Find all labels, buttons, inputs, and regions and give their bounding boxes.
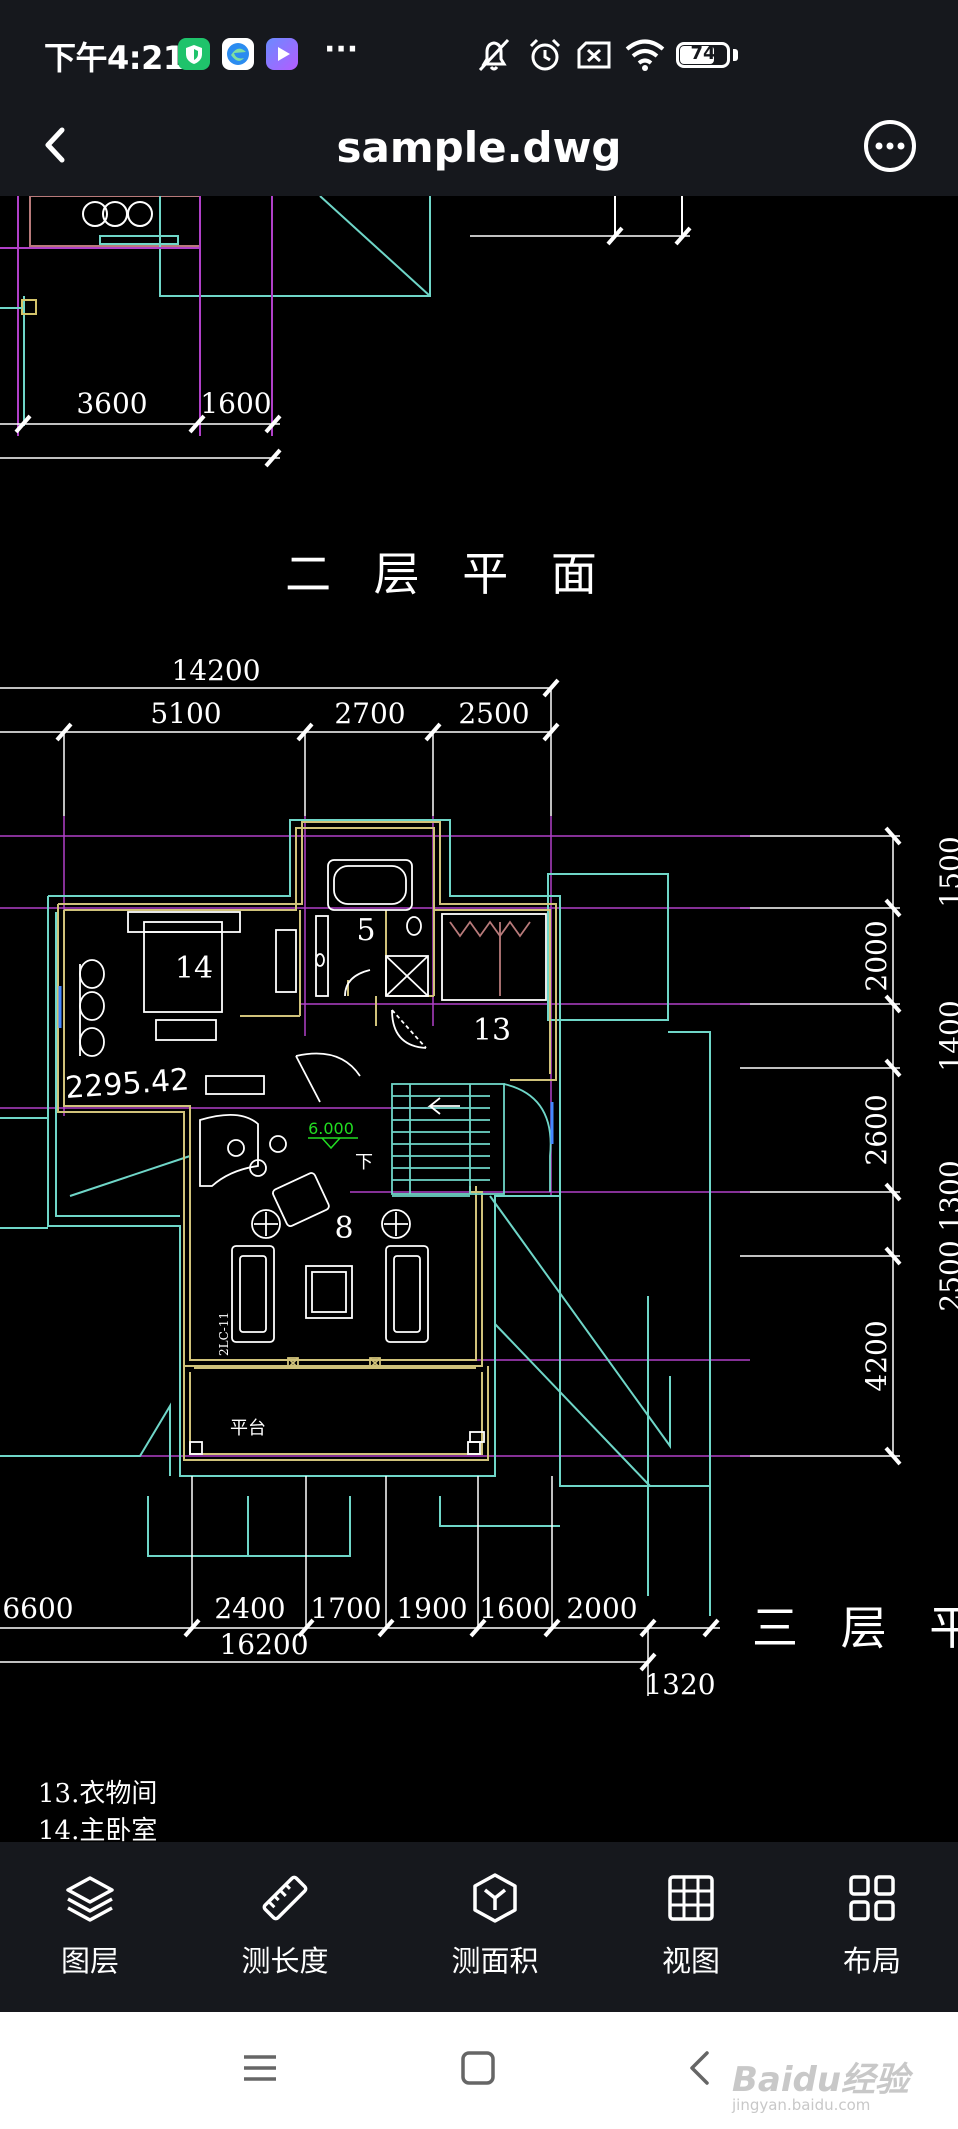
- upper-dim-1: 5100: [150, 697, 221, 730]
- layers-icon: [66, 1876, 114, 1922]
- room-number-5: 5: [356, 913, 375, 948]
- upper-plan-fragment: [0, 196, 690, 459]
- status-bar: 下午4:21 ··· 74: [0, 0, 958, 110]
- window-tag: 2LC-11: [217, 1312, 231, 1356]
- window-marks: [58, 986, 554, 1144]
- overall-dim: 14200: [171, 654, 260, 687]
- right-dim-6: 1300: [934, 1160, 958, 1231]
- right-dim-2: 2000: [860, 920, 893, 991]
- top-dim-1: 3600: [76, 387, 147, 420]
- measure-area-tool-button[interactable]: 测面积: [420, 1870, 570, 1980]
- bottom-dim-1: 6600: [2, 1592, 73, 1625]
- status-time: 下午4:21: [44, 39, 185, 77]
- room-number-8: 8: [334, 1211, 353, 1246]
- layers-tool-label: 图层: [60, 1944, 119, 1978]
- right-dim-3: 1400: [934, 1000, 958, 1071]
- measure-length-tool-button[interactable]: 测长度: [210, 1870, 360, 1980]
- view-tool-button[interactable]: 视图: [616, 1870, 766, 1980]
- home-nav-button[interactable]: [458, 2048, 498, 2088]
- video-app-icon: [266, 38, 298, 70]
- bottom-dim-5: 1600: [479, 1592, 550, 1625]
- top-dimension-lines: [0, 687, 552, 816]
- area-icon: [473, 1873, 517, 1923]
- file-title: sample.dwg: [336, 123, 622, 172]
- bottom-dim-4: 1900: [396, 1592, 467, 1625]
- layers-tool-button[interactable]: 图层: [15, 1870, 165, 1980]
- outer-outlines: [0, 819, 711, 1616]
- battery-nub: [733, 49, 738, 61]
- room-number-14: 14: [175, 951, 213, 986]
- measure-label: 2295.42: [64, 1062, 190, 1106]
- right-dim-ticks: [884, 826, 902, 1466]
- top-dim-ticks: [55, 678, 560, 742]
- layout-label: 布局: [842, 1944, 901, 1978]
- measure-length-label: 测长度: [241, 1944, 329, 1978]
- back-nav-button[interactable]: [680, 2048, 720, 2088]
- right-dimension-lines: [740, 835, 900, 1457]
- alarm-icon: [529, 38, 561, 71]
- watermark: Baidu经验 jingyan.baidu.com: [732, 2052, 910, 2114]
- fixtures: [79, 859, 552, 1455]
- right-dim-5: 4200: [860, 1320, 893, 1391]
- floor3-title: 三 层 平: [752, 1601, 958, 1655]
- right-dim-4: 2600: [860, 1094, 893, 1165]
- layout-tool-button[interactable]: 布局: [797, 1870, 947, 1980]
- right-dim-1: 1500: [934, 836, 958, 907]
- more-options-button[interactable]: [862, 118, 918, 174]
- system-nav-bar: Baidu经验 jingyan.baidu.com: [0, 2012, 958, 2129]
- floor2-title: 二 层 平 面: [285, 547, 611, 601]
- bottom-dim-3: 1700: [310, 1592, 381, 1625]
- legend-item: 14.主卧室: [38, 1816, 158, 1842]
- watermark-subtext: jingyan.baidu.com: [732, 2096, 871, 2114]
- menu-nav-button[interactable]: [240, 2048, 280, 2088]
- no-sim-icon: [577, 41, 611, 69]
- floor-plan-walls: [57, 821, 557, 1461]
- mute-icon: [478, 38, 510, 72]
- upper-dim-2: 2700: [334, 697, 405, 730]
- shield-app-icon: [178, 38, 210, 70]
- title-bar: sample.dwg: [0, 110, 958, 196]
- bottom-toolbar: 图层 测长度 测面积 视图: [0, 1842, 958, 2012]
- browser-app-icon: [222, 38, 254, 70]
- platform-label: 平台: [230, 1418, 266, 1439]
- drawing-canvas[interactable]: 3600 1600 二 层 平 面 14200 5100 2700 2500: [0, 196, 958, 1842]
- bottom-dim-6: 2000: [566, 1592, 637, 1625]
- back-button[interactable]: [30, 118, 84, 172]
- ruler-icon: [262, 1875, 308, 1921]
- view-label: 视图: [661, 1944, 720, 1978]
- bottom-dim-ticks: [183, 1618, 720, 1672]
- top-dim-2: 1600: [200, 387, 271, 420]
- cad-drawing: 3600 1600 二 层 平 面 14200 5100 2700 2500: [0, 196, 958, 1701]
- battery-level-fill: [680, 46, 715, 64]
- bottom-total-dim: 16200: [219, 1628, 308, 1661]
- room-legend: 13.衣物间 14.主卧室: [38, 1776, 157, 1842]
- layout-icon: [849, 1875, 895, 1921]
- wifi-icon: [625, 39, 665, 71]
- bottom-dimension-lines: [0, 1476, 720, 1696]
- legend-item: 13.衣物间: [38, 1779, 158, 1809]
- stair-down-label: 下: [355, 1152, 373, 1173]
- battery-icon: 74: [676, 42, 730, 68]
- upper-dim-3: 2500: [458, 697, 529, 730]
- bottom-extra-dim: 1320: [644, 1668, 715, 1701]
- room-number-13: 13: [473, 1013, 511, 1048]
- battery-percent: 74: [690, 43, 716, 64]
- measure-area-label: 测面积: [451, 1944, 539, 1978]
- upper-dim-ticks: [14, 226, 692, 468]
- right-dim-7: 2500: [934, 1240, 958, 1311]
- more-notifications-indicator: ···: [324, 32, 359, 67]
- watermark-text: Baidu经验: [732, 2060, 910, 2100]
- bottom-dim-2: 2400: [214, 1592, 285, 1625]
- grid-view-icon: [668, 1875, 714, 1921]
- elevation-label: 6.000: [308, 1119, 354, 1138]
